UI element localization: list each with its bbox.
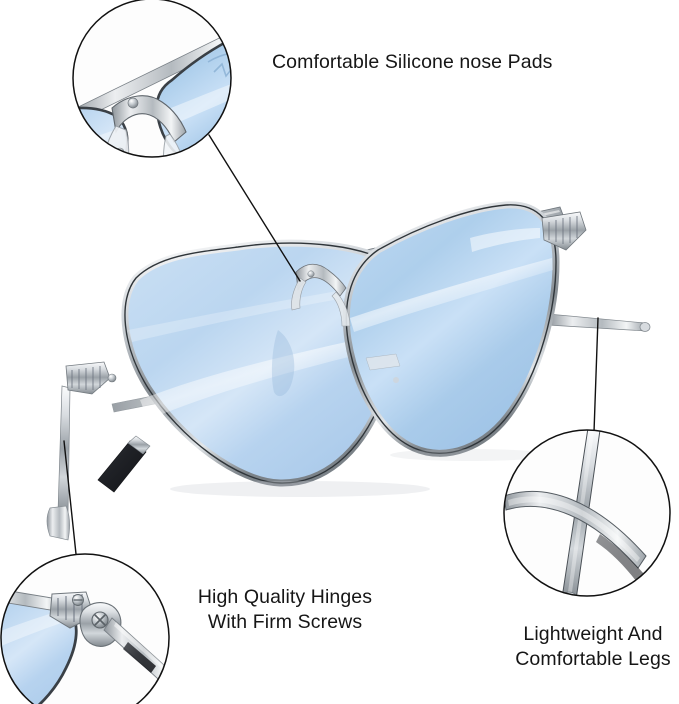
leader-line-legs [593, 317, 599, 433]
pad-arm-detail [365, 353, 401, 383]
right-hinge-assembly [541, 211, 587, 251]
leader-line-nose-pads [208, 134, 301, 282]
right-lens [342, 201, 560, 457]
callout-leader-lines [63, 134, 599, 555]
temple-tip [97, 435, 151, 493]
callout-circle-hinges [0, 553, 170, 704]
main-sunglasses-product [46, 201, 651, 541]
callout-label-hinges: High Quality Hinges With Firm Screws [197, 586, 373, 633]
nose-bridge-and-pads [291, 263, 351, 327]
left-hinge-assembly [65, 361, 117, 395]
callout-label-legs: Lightweight And Comfortable Legs [515, 623, 671, 670]
leader-line-hinges [63, 440, 77, 555]
callout-label-nose-pads: Comfortable Silicone nose Pads [272, 51, 553, 73]
